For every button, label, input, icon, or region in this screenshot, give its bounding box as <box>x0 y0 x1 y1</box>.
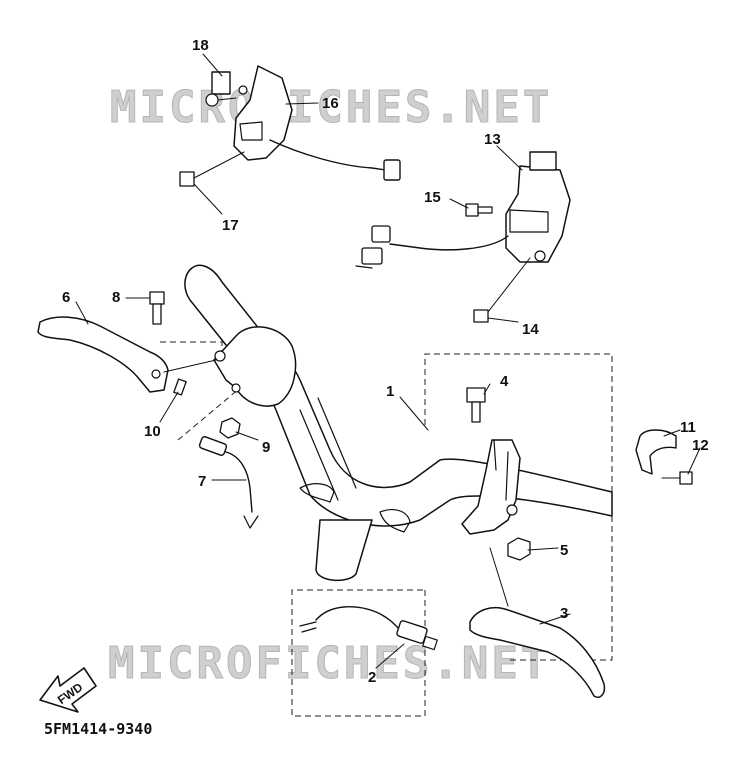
callout-4: 4 <box>500 373 509 390</box>
callout-10: 10 <box>144 423 161 440</box>
rear-brake-switch <box>198 436 259 529</box>
right-lever <box>469 547 606 698</box>
screw-14 <box>473 257 531 323</box>
fwd-arrow-icon: FWD <box>39 667 97 713</box>
callout-16: 16 <box>322 95 339 112</box>
leader-lines <box>75 53 701 669</box>
screw-15 <box>465 203 493 217</box>
callout-8: 8 <box>112 289 120 306</box>
pin-10 <box>173 378 187 396</box>
left-switch-assembly <box>205 65 401 181</box>
callout-12: 12 <box>692 437 709 454</box>
callout-5: 5 <box>560 542 568 559</box>
callout-15: 15 <box>424 189 441 206</box>
callout-17: 17 <box>222 217 239 234</box>
left-lever <box>37 316 217 393</box>
front-brake-switch <box>299 606 438 651</box>
callout-7: 7 <box>198 473 206 490</box>
callout-11: 11 <box>680 419 696 436</box>
watermark-top: MICROFICHES.NET <box>110 82 552 133</box>
bolt-4 <box>466 387 486 423</box>
clamp-11 <box>635 429 677 475</box>
part-code: 5FM1414-9340 <box>44 720 152 738</box>
screw-17 <box>179 151 245 187</box>
callout-1: 1 <box>386 383 394 400</box>
callout-14: 14 <box>522 321 539 338</box>
right-switch-assembly <box>355 151 571 269</box>
nut-5 <box>507 537 531 561</box>
callout-2: 2 <box>368 669 376 686</box>
callout-13: 13 <box>484 131 501 148</box>
dashed-group-left-lever <box>160 341 223 360</box>
callout-18: 18 <box>192 37 209 54</box>
callout-3: 3 <box>560 605 568 622</box>
bolt-8 <box>149 291 165 325</box>
callout-6: 6 <box>62 289 70 306</box>
screw-12 <box>661 471 693 485</box>
nut-9 <box>219 417 241 439</box>
dashed-group-switch <box>291 589 426 717</box>
watermark-bottom: MICROFICHES.NET <box>108 638 550 689</box>
callout-9: 9 <box>262 439 270 456</box>
right-lever-bracket <box>461 439 521 535</box>
handlebar <box>184 264 613 582</box>
